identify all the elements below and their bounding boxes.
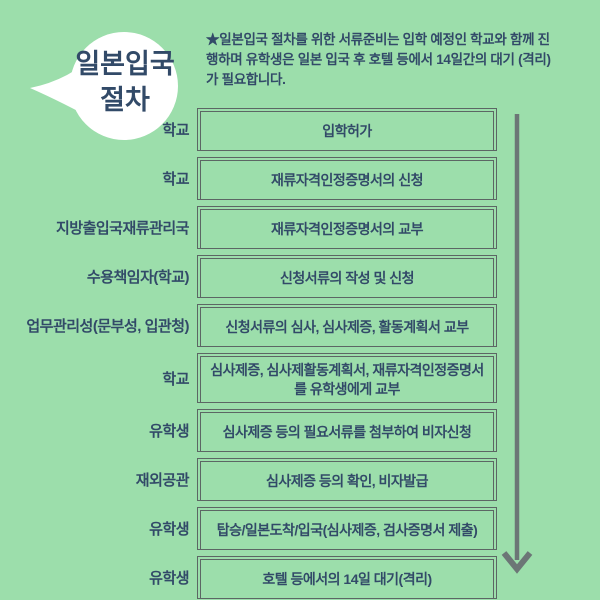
step-text: 심사제증 등의 필요서류를 첨부하여 비자신청 <box>200 412 494 452</box>
step-text: 재류자격인정증명서의 교부 <box>200 209 494 249</box>
flow-row: 재외공관 심사제증 등의 확인, 비자발급 <box>0 458 497 501</box>
actor-label: 유학생 <box>149 570 189 587</box>
step-text: 신청서류의 심사, 심사제증, 활동계획서 교부 <box>200 307 494 347</box>
actor-label: 업무관리성(문부성, 입관청) <box>26 318 189 335</box>
step-box: 신청서류의 작성 및 신청 <box>197 255 497 298</box>
page-title: 일본입국 절차 <box>64 46 186 118</box>
step-box: 탑승/일본도착/입국(심사제증, 검사증명서 제출) <box>197 507 497 550</box>
actor-label: 유학생 <box>149 521 189 538</box>
flow-row: 유학생 호텔 등에서의 14일 대기(격리) <box>0 556 497 599</box>
step-box: 재류자격인정증명서의 교부 <box>197 206 497 249</box>
intro-note: ★일본입국 절차를 위한 서류준비는 입학 예정인 학교와 함께 진행하며 유학… <box>206 32 551 87</box>
flow-row: 지방출입국재류관리국 재류자격인정증명서의 교부 <box>0 206 497 249</box>
step-box: 재류자격인정증명서의 신청 <box>197 157 497 200</box>
flow-row: 학교 재류자격인정증명서의 신청 <box>0 157 497 200</box>
actor-label: 유학생 <box>149 423 189 440</box>
step-text: 재류자격인정증명서의 신청 <box>200 160 494 200</box>
flow-row: 수용책임자(학교) 신청서류의 작성 및 신청 <box>0 255 497 298</box>
step-text: 신청서류의 작성 및 신청 <box>200 258 494 298</box>
step-text: 호텔 등에서의 14일 대기(격리) <box>200 559 494 599</box>
step-text: 심사제증 등의 확인, 비자발급 <box>200 461 494 501</box>
page-title-line2: 절차 <box>100 85 150 115</box>
flowchart: 학교 입학허가 학교 재류자격인정증명서의 신청 지방출입국재류관리국 재류자격… <box>0 108 497 599</box>
actor-label: 재외공관 <box>135 472 190 489</box>
actor-label: 학교 <box>162 171 189 188</box>
page-title-line1: 일본입국 <box>75 49 175 79</box>
speech-bubble-icon <box>30 32 178 140</box>
actor-label: 수용책임자(학교) <box>86 269 190 286</box>
step-text: 심사제증, 심사제활동계획서, 재류자격인정증명서를 유학생에게 교부 <box>200 356 494 403</box>
step-box: 입학허가 <box>197 108 497 151</box>
step-box: 심사제증, 심사제활동계획서, 재류자격인정증명서를 유학생에게 교부 <box>197 353 497 403</box>
down-arrow-icon <box>501 114 533 574</box>
actor-label: 학교 <box>162 370 189 388</box>
step-box: 심사제증 등의 확인, 비자발급 <box>197 458 497 501</box>
flow-row: 유학생 탑승/일본도착/입국(심사제증, 검사증명서 제출) <box>0 507 497 550</box>
step-box: 심사제증 등의 필요서류를 첨부하여 비자신청 <box>197 409 497 452</box>
actor-label: 지방출입국재류관리국 <box>55 220 190 237</box>
step-text: 입학허가 <box>200 111 494 151</box>
step-box: 신청서류의 심사, 심사제증, 활동계획서 교부 <box>197 304 497 347</box>
flow-row: 유학생 심사제증 등의 필요서류를 첨부하여 비자신청 <box>0 409 497 452</box>
step-text: 탑승/일본도착/입국(심사제증, 검사증명서 제출) <box>200 510 494 550</box>
flow-row: 학교 입학허가 <box>0 108 497 151</box>
step-box: 호텔 등에서의 14일 대기(격리) <box>197 556 497 599</box>
actor-label: 학교 <box>162 122 189 139</box>
flow-row: 학교 심사제증, 심사제활동계획서, 재류자격인정증명서를 유학생에게 교부 <box>0 353 497 403</box>
flow-row: 업무관리성(문부성, 입관청) 신청서류의 심사, 심사제증, 활동계획서 교부 <box>0 304 497 347</box>
